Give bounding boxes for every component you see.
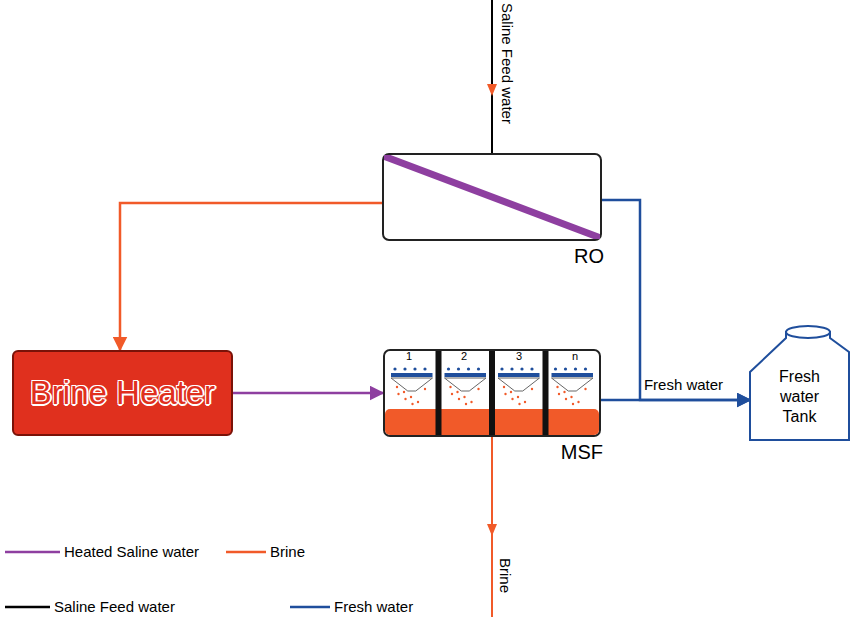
flow-connector xyxy=(233,392,383,395)
membrane-graphic xyxy=(384,155,600,239)
flash-vapour xyxy=(517,396,519,398)
flash-vapour xyxy=(463,396,465,398)
flash-vapour xyxy=(524,401,526,403)
condensate-drop xyxy=(423,367,426,370)
legend-text: Saline Feed water xyxy=(54,598,175,615)
flash-vapour xyxy=(403,391,405,393)
flash-vapour xyxy=(563,391,565,393)
flash-vapour xyxy=(456,391,458,393)
flow-arrow xyxy=(487,84,497,96)
flow-connector xyxy=(120,203,382,350)
condenser-tube xyxy=(498,373,540,377)
flash-vapour xyxy=(449,386,451,388)
stage-number: 2 xyxy=(461,350,467,362)
flash-vapour xyxy=(404,398,406,400)
condenser-tube xyxy=(552,373,594,377)
condensate-drop xyxy=(510,367,513,370)
flash-vapour xyxy=(397,393,399,395)
flash-vapour xyxy=(410,396,412,398)
flash-vapour xyxy=(518,403,520,405)
flash-vapour xyxy=(577,401,579,403)
flash-vapour xyxy=(411,403,413,405)
flash-vapour xyxy=(477,388,479,390)
condensate-drop xyxy=(584,367,587,370)
flow-connector xyxy=(602,200,750,400)
legend-text: Heated Saline water xyxy=(64,543,199,560)
brine-heater: Brine Heater xyxy=(12,350,233,436)
legend-text: Brine xyxy=(270,543,305,560)
stage-wall xyxy=(489,351,495,435)
legend-sample xyxy=(226,551,266,554)
stage-number: 1 xyxy=(406,350,412,362)
flash-vapour xyxy=(570,396,572,398)
flash-vapour xyxy=(556,386,558,388)
flash-vapour xyxy=(510,391,512,393)
condensate-drop xyxy=(574,367,577,370)
ro-unit: RO xyxy=(382,153,602,241)
stage-number: 3 xyxy=(516,350,522,362)
flash-vapour xyxy=(451,393,453,395)
distillate-tray xyxy=(552,378,594,391)
flash-vapour xyxy=(584,388,586,390)
unit-label: RO xyxy=(574,245,604,268)
msf-stages xyxy=(385,351,599,435)
condensate-drop xyxy=(467,367,470,370)
condenser-tube xyxy=(445,373,487,377)
condensate-drop xyxy=(393,367,396,370)
flow-label: Brine xyxy=(497,558,514,593)
condensate-drop xyxy=(457,367,460,370)
heater-label: Brine Heater xyxy=(30,374,215,412)
flash-vapour xyxy=(565,398,567,400)
flash-vapour xyxy=(504,393,506,395)
fresh-water-tank: Fresh water Tank xyxy=(748,322,851,442)
tank-label: Fresh water Tank xyxy=(767,367,833,427)
condensate-drop xyxy=(413,367,416,370)
condensate-drop xyxy=(554,367,557,370)
flash-vapour xyxy=(503,386,505,388)
flash-vapour xyxy=(470,401,472,403)
edge-label: Fresh water xyxy=(644,376,723,393)
legend-sample xyxy=(5,551,60,554)
flash-vapour xyxy=(396,386,398,388)
condensate-drop xyxy=(530,367,533,370)
stage-number: n xyxy=(572,350,578,362)
legend-sample xyxy=(5,606,50,609)
tank-body xyxy=(750,332,849,440)
legend-sample xyxy=(290,606,330,609)
msf-unit: MSF xyxy=(383,349,601,437)
saline-feed-line xyxy=(491,0,493,153)
legend-text: Fresh water xyxy=(334,598,413,615)
condensate-drop xyxy=(477,367,480,370)
condensate-drop xyxy=(447,367,450,370)
flow-connector xyxy=(601,399,750,402)
flash-vapour xyxy=(458,398,460,400)
condenser-tube xyxy=(391,373,433,377)
flash-vapour xyxy=(424,388,426,390)
condensate-drop xyxy=(500,367,503,370)
unit-label: MSF xyxy=(561,441,603,464)
distillate-tray xyxy=(445,378,487,391)
stage-wall xyxy=(436,351,442,435)
condensate-drop xyxy=(520,367,523,370)
flash-vapour xyxy=(572,403,574,405)
flash-vapour xyxy=(465,403,467,405)
ro-membrane xyxy=(386,157,598,237)
flow-arrow xyxy=(487,524,497,536)
condensate-drop xyxy=(564,367,567,370)
flash-vapour xyxy=(417,401,419,403)
condensate-drop xyxy=(403,367,406,370)
distillate-tray xyxy=(498,378,540,391)
flash-vapour xyxy=(558,393,560,395)
flash-vapour xyxy=(531,388,533,390)
tank-lid xyxy=(786,326,830,338)
stage-wall xyxy=(543,351,549,435)
flash-vapour xyxy=(511,398,513,400)
flow-label: Saline Feed water xyxy=(499,3,516,124)
distillate-tray xyxy=(391,378,433,391)
